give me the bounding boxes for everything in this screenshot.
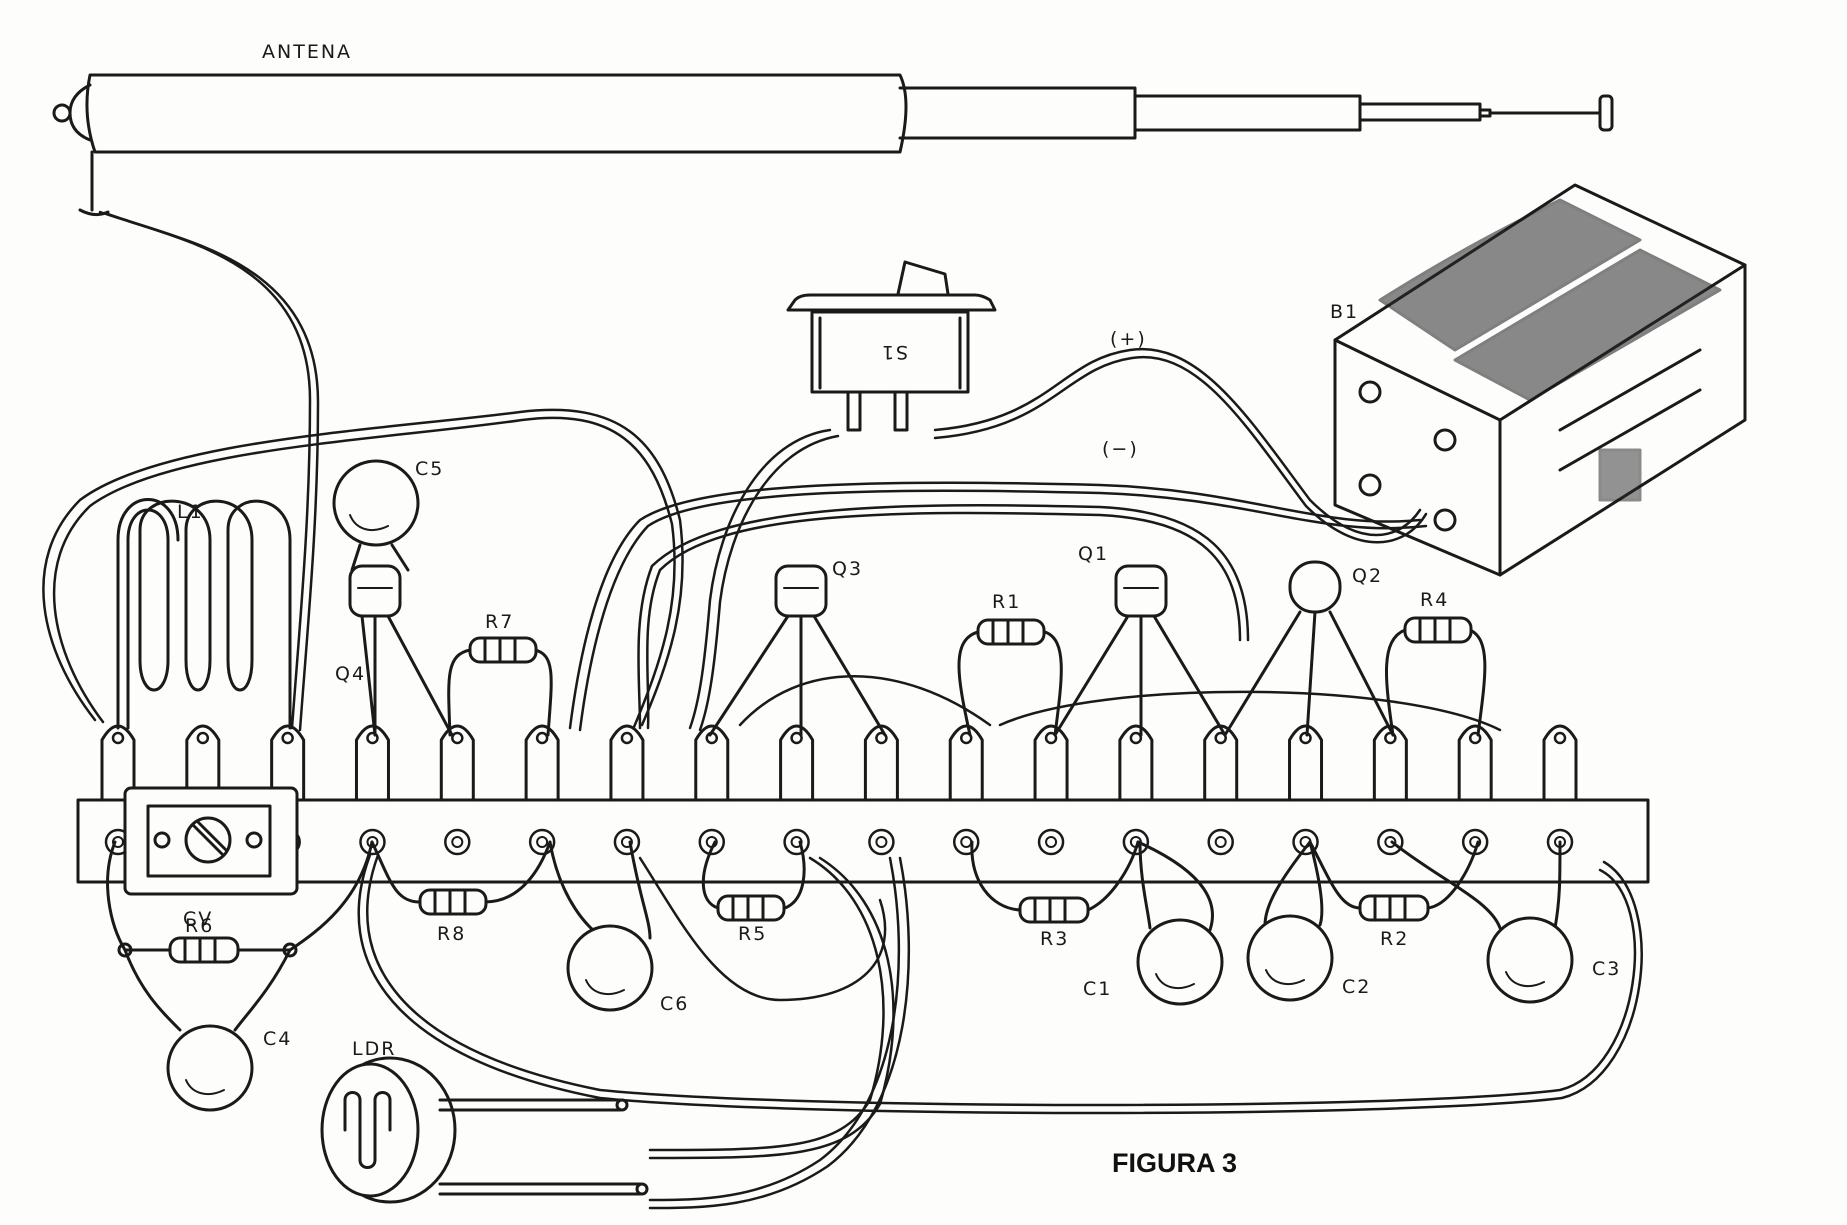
terminal-lug	[948, 724, 984, 802]
strip-rivet	[444, 828, 471, 856]
terminal-lug	[1542, 724, 1578, 802]
strip-rivet	[359, 828, 386, 856]
q1-label: Q1	[1078, 543, 1109, 565]
variable-capacitor-cv	[123, 786, 299, 896]
c3-label: C3	[1592, 958, 1621, 980]
resistor-r5	[701, 840, 806, 922]
r4-label: R4	[1420, 589, 1449, 611]
resistor-r1	[957, 618, 1063, 737]
q3-label: Q3	[832, 558, 863, 580]
figure-caption: FIGURA 3	[1112, 1148, 1237, 1178]
transistor-q2	[1223, 560, 1395, 737]
strip-rivet	[868, 828, 895, 856]
terminal-lug	[1288, 724, 1324, 802]
terminal-strip	[76, 724, 1650, 884]
antenna-label: ANTENA	[262, 41, 352, 63]
terminal-lug	[609, 724, 645, 802]
terminal-lug	[1033, 724, 1069, 802]
antenna-wire	[98, 210, 312, 730]
strip-rivet	[1207, 828, 1234, 856]
c1-label: C1	[1083, 978, 1112, 1000]
r2-label: R2	[1380, 928, 1409, 950]
negative-wire	[568, 481, 1422, 730]
capacitor-c3	[1390, 840, 1574, 1004]
c6-label: C6	[660, 993, 689, 1015]
r7-label: R7	[485, 611, 514, 633]
coil-l1	[116, 498, 292, 730]
capacitor-c2	[1246, 840, 1334, 1002]
resistor-r3	[970, 840, 1140, 924]
capacitor-c5	[332, 459, 420, 572]
positive-label: (+)	[1110, 328, 1147, 350]
switch-s1	[786, 260, 997, 432]
r1-label: R1	[992, 591, 1021, 613]
strip-rivet	[783, 828, 810, 856]
resistor-r8	[370, 840, 552, 916]
c5-label: C5	[415, 458, 444, 480]
resistor-r2	[1308, 840, 1480, 922]
r3-label: R3	[1040, 928, 1069, 950]
l1-label: L1	[177, 501, 204, 523]
b1-label: B1	[1330, 301, 1359, 323]
transistor-q3	[708, 564, 887, 737]
terminal-lug	[694, 724, 730, 802]
terminal-lug	[439, 724, 475, 802]
capacitor-c1	[1136, 840, 1224, 1006]
terminal-lug	[185, 724, 221, 802]
strip-rivet	[613, 828, 641, 856]
strip-rivet	[1377, 828, 1404, 856]
c4-label: C4	[263, 1028, 292, 1050]
cv-label: CV	[183, 908, 213, 930]
telescopic-antenna	[52, 73, 1614, 217]
ldr-label: LDR	[352, 1038, 396, 1060]
terminal-lug	[1457, 724, 1493, 802]
transistor-q1	[1053, 564, 1227, 737]
capacitor-c4	[123, 948, 292, 1112]
terminal-lug	[779, 724, 815, 802]
terminal-lug	[1203, 724, 1239, 802]
r6-label: R6	[185, 915, 214, 937]
transistor-q4	[348, 564, 454, 737]
resistor-r6	[106, 840, 374, 964]
terminal-lug	[354, 724, 390, 802]
q2-label: Q2	[1352, 565, 1383, 587]
resistor-r7	[447, 636, 553, 737]
negative-label: (−)	[1102, 438, 1139, 460]
ldr	[320, 1056, 649, 1204]
terminal-lug	[524, 724, 560, 802]
strip-rivet	[952, 828, 980, 856]
r5-label: R5	[738, 923, 767, 945]
terminal-lug	[1118, 724, 1154, 802]
strip-rivet	[1037, 828, 1065, 856]
terminal-lug	[863, 724, 899, 802]
resistor-r4	[1385, 616, 1487, 737]
s1-label: S1	[880, 341, 908, 363]
switch-wire	[688, 428, 832, 730]
positive-wire	[933, 347, 1422, 537]
c2-label: C2	[1342, 976, 1371, 998]
q4-label: Q4	[335, 663, 366, 685]
r8-label: R8	[437, 923, 466, 945]
capacitor-c6	[548, 840, 654, 1012]
wires	[42, 210, 1643, 1210]
strip-rivet	[528, 828, 556, 856]
coil-loop-wire	[42, 408, 684, 727]
battery-holder-b1	[1333, 183, 1747, 577]
terminal-lug	[1372, 724, 1408, 802]
terminal-lug	[270, 724, 306, 802]
